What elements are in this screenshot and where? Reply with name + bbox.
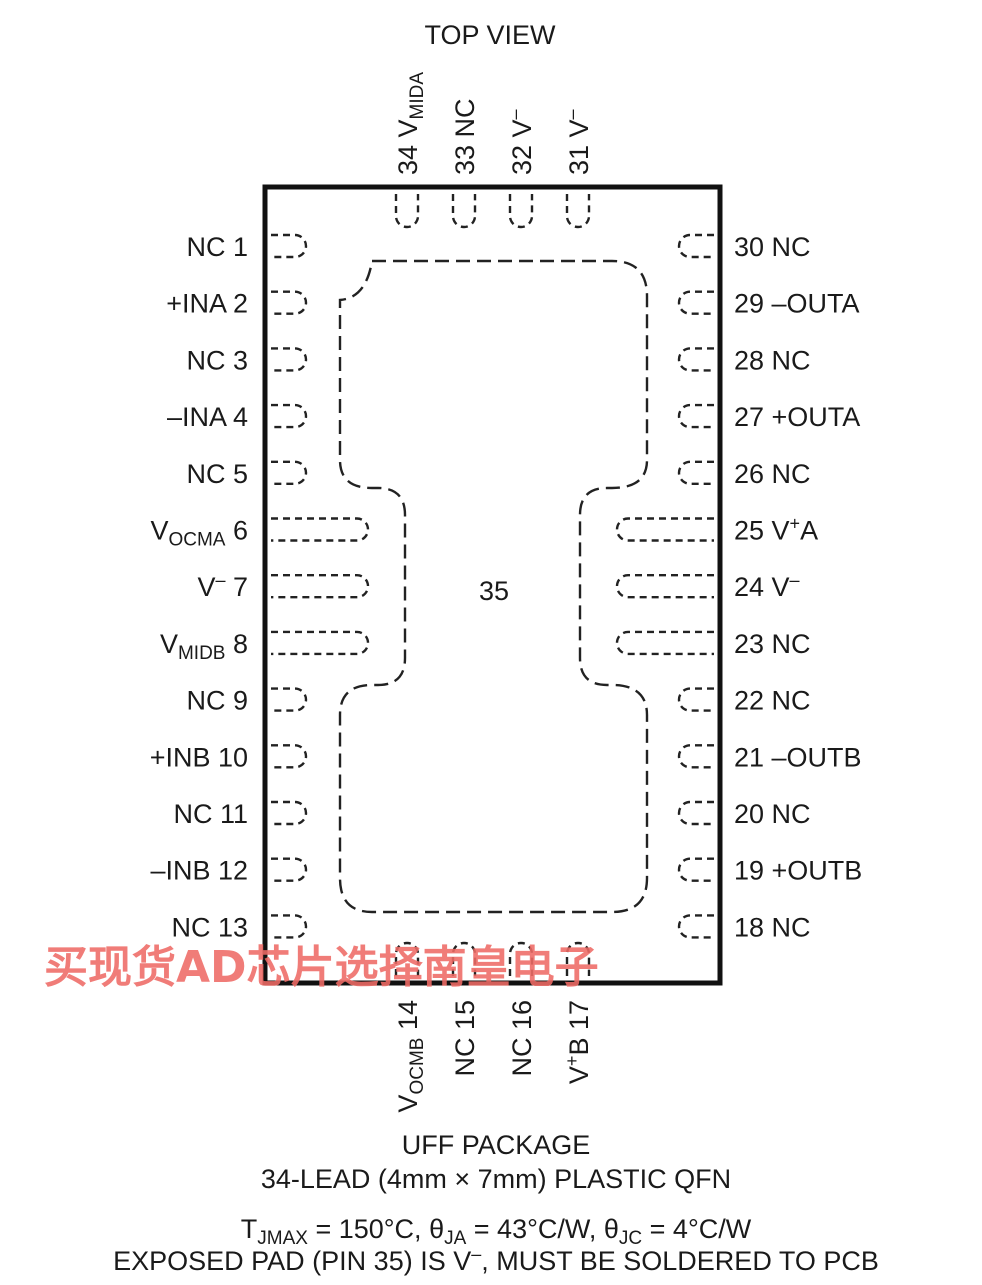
pin-7-label: V– 7 [197,570,248,602]
exposed-pad-note: EXPOSED PAD (PIN 35) IS V–, MUST BE SOLD… [113,1244,879,1276]
pin-9-pad [271,687,308,712]
pin-14-pad [394,941,420,976]
pin-24-label: 24 V– [734,570,800,602]
pin-18-pad [677,914,714,939]
pin-10-label: +INB 10 [150,742,248,772]
pin-11-pad [271,800,308,826]
pin-17-pad [565,941,591,976]
pin-6-label: VOCMA 6 [150,516,248,551]
pin-25-pad [615,517,714,542]
pin-22-pad [677,687,714,712]
exposed-pad-outline [338,259,649,914]
pin-31-label: 31 V– [562,109,594,175]
pin-15-label: NC 15 [450,1000,480,1077]
pin-4-label: –INA 4 [167,402,248,432]
pin-12-pad [271,857,308,882]
pin-3-pad [271,347,308,372]
pin-15-pad [451,941,477,976]
package-name: UFF PACKAGE [402,1130,591,1160]
pin-5-pad [271,460,308,485]
pin-32-label: 32 V– [505,109,537,175]
pins-layer: NC 1 +INA 2 NC 3 –INA 4 NC 5 VOCMA 6 V– 7 VMIDB… [150,72,863,1113]
package-description: 34-LEAD (4mm × 7mm) PLASTIC QFN [261,1164,731,1194]
pin-24-pad [615,574,714,599]
pin-13-label: NC 13 [171,912,248,942]
pin-14-label: VOCMB 14 [393,1000,428,1113]
pin-7-pad [271,574,370,599]
pin-33-label: 33 NC [450,98,480,175]
pin-18-label: 18 NC [734,912,811,942]
pin-21-label: 21 –OUTB [734,742,862,772]
watermark: 买现货AD芯片选择南皇电子 [44,942,599,993]
pin-4-pad [271,403,308,429]
pin-30-pad [677,233,714,259]
pin-19-pad [677,857,714,882]
pin-1-label: NC 1 [186,232,248,262]
pin-20-label: 20 NC [734,799,811,829]
pin-29-pad [677,290,714,315]
pin-25-label: 25 V+A [734,514,818,546]
pin-9-label: NC 9 [186,686,248,716]
pin-12-label: –INB 12 [150,856,248,886]
pin-34-label: 34 VMIDA [393,72,428,175]
pin-11-label: NC 11 [173,799,248,829]
package-body [262,184,723,986]
pin-33-pad [451,194,477,229]
pin-19-label: 19 +OUTB [734,856,862,886]
pin-26-pad [677,460,714,485]
pin-1-pad [271,233,308,259]
pin-23-label: 23 NC [734,629,811,659]
pin-32-pad [508,194,534,229]
pin-27-pad [677,403,714,429]
pin-23-pad [615,630,714,656]
pin-8-label: VMIDB 8 [160,629,248,664]
pin-16-label: NC 16 [507,1000,537,1077]
pin-26-label: 26 NC [734,459,811,489]
pin-31-pad [565,194,591,229]
pin-2-pad [271,290,308,315]
pin-22-label: 22 NC [734,686,811,716]
pin-34-pad [394,194,420,229]
pin-28-pad [677,347,714,372]
pin-27-label: 27 +OUTA [734,402,860,432]
thermal-note: TJMAX = 150°C, θJA = 43°C/W, θJC = 4°C/W [241,1214,752,1249]
pin-17-label: V+B 17 [562,1000,594,1084]
pin-28-label: 28 NC [734,345,811,375]
pin-2-label: +INA 2 [166,289,248,319]
pin-29-label: 29 –OUTA [734,289,860,319]
pin-10-pad [271,744,308,769]
pin-21-pad [677,744,714,769]
pin-16-pad [508,941,534,976]
pin-6-pad [271,517,370,542]
pin-3-label: NC 3 [186,345,248,375]
pin-5-label: NC 5 [186,459,248,489]
pin-8-pad [271,630,370,656]
pin-30-label: 30 NC [734,232,811,262]
pin-13-pad [271,914,308,939]
exposed-pad-label: 35 [479,576,509,606]
diagram-title: TOP VIEW [424,20,556,50]
pin-20-pad [677,800,714,826]
